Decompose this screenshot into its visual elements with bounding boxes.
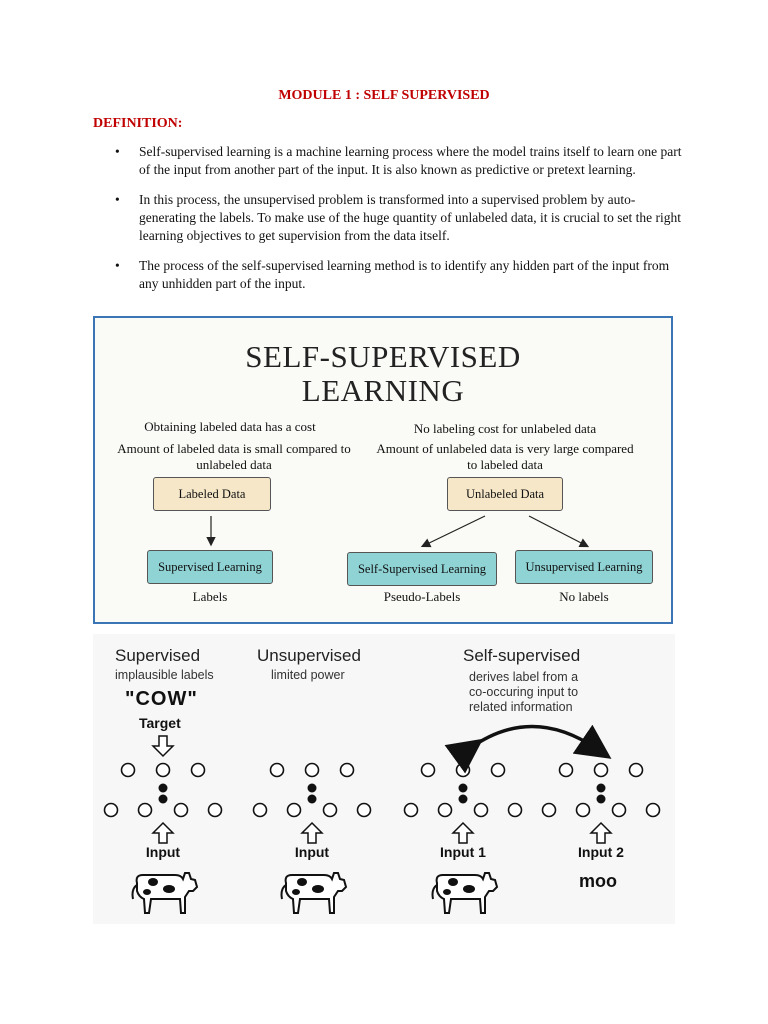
unsupervised-input-label: Input bbox=[294, 844, 330, 860]
bullet-text: The process of the self-supervised learn… bbox=[139, 258, 670, 291]
target-down-arrow-icon bbox=[152, 735, 174, 757]
no-labels-caption: No labels bbox=[559, 589, 609, 604]
cow-icon bbox=[431, 872, 498, 914]
self-supervised-network-1 bbox=[403, 762, 523, 818]
labeled-data-box: Labeled Data bbox=[153, 477, 271, 511]
list-item: • Self-supervised learning is a machine l… bbox=[93, 143, 683, 179]
labels-caption: Labels bbox=[192, 589, 228, 604]
cow-icon bbox=[280, 872, 347, 914]
unsupervised-learning-box: Unsupervised Learning bbox=[515, 550, 653, 584]
self-supervised-subtitle-line3: related information bbox=[469, 700, 573, 714]
self-supervised-network-2 bbox=[541, 762, 661, 818]
bullet-text: Self-supervised learning is a machine le… bbox=[139, 144, 682, 177]
left-caption-cost: Obtaining labeled data has a cost bbox=[144, 419, 316, 434]
bullet-icon: • bbox=[115, 144, 120, 159]
figure-learning-comparison: Supervised implausible labels "COW" Targ… bbox=[93, 634, 675, 924]
moo-word: moo bbox=[579, 871, 617, 891]
figure-title-line1: SELF-SUPERVISED bbox=[245, 339, 521, 374]
arrow-unlabeled-to-self-supervised bbox=[420, 515, 486, 548]
input1-label: Input 1 bbox=[440, 844, 486, 860]
curved-double-arrow-icon bbox=[444, 724, 612, 774]
supervised-network bbox=[103, 762, 223, 818]
self-supervised-heading: Self-supervised bbox=[463, 646, 581, 665]
target-label: Target bbox=[139, 715, 181, 731]
input2-label: Input 2 bbox=[578, 844, 624, 860]
network-diagrams bbox=[103, 724, 661, 914]
supervised-learning-box: Supervised Learning bbox=[147, 550, 273, 584]
figure-self-supervised-learning: SELF-SUPERVISED LEARNING Obtaining label… bbox=[93, 316, 673, 624]
self-supervised-learning-box: Self-Supervised Learning bbox=[347, 552, 497, 586]
bullet-text: In this process, the unsupervised proble… bbox=[139, 192, 682, 243]
right-caption-amount: Amount of unlabeled data is very large c… bbox=[376, 441, 634, 472]
unlabeled-data-box: Unlabeled Data bbox=[447, 477, 563, 511]
arrow-unlabeled-to-unsupervised bbox=[528, 515, 590, 548]
self-supervised-subtitle-line2: co-occuring input to bbox=[469, 685, 579, 699]
definition-list: • Self-supervised learning is a machine l… bbox=[93, 143, 683, 305]
definition-heading: DEFINITION: bbox=[93, 116, 183, 131]
unsupervised-heading: Unsupervised bbox=[257, 646, 361, 665]
list-item: • In this process, the unsupervised probl… bbox=[93, 191, 683, 245]
up-arrow-icon bbox=[452, 822, 474, 844]
pseudo-labels-caption: Pseudo-Labels bbox=[383, 589, 461, 604]
supervised-heading: Supervised bbox=[115, 646, 201, 665]
supervised-input-label: Input bbox=[145, 844, 181, 860]
cow-icon bbox=[131, 872, 198, 914]
list-item: • The process of the self-supervised lear… bbox=[93, 257, 683, 293]
supervised-subtitle: implausible labels bbox=[115, 668, 214, 682]
self-supervised-subtitle-line1: derives label from a bbox=[469, 670, 579, 684]
unsupervised-network bbox=[252, 762, 372, 818]
left-caption-amount: Amount of labeled data is small compared… bbox=[117, 441, 351, 472]
up-arrow-icon bbox=[301, 822, 323, 844]
target-word: "COW" bbox=[125, 688, 198, 710]
up-arrow-icon bbox=[152, 822, 174, 844]
figure-title-line2: LEARNING bbox=[301, 373, 465, 408]
unsupervised-subtitle: limited power bbox=[271, 668, 345, 682]
flow-arrows bbox=[206, 515, 590, 548]
bullet-icon: • bbox=[115, 258, 120, 273]
up-arrow-icon bbox=[590, 822, 612, 844]
right-caption-cost: No labeling cost for unlabeled data bbox=[413, 421, 597, 436]
bullet-icon: • bbox=[115, 192, 120, 207]
page-title: MODULE 1 : SELF SUPERVISED bbox=[278, 88, 490, 103]
